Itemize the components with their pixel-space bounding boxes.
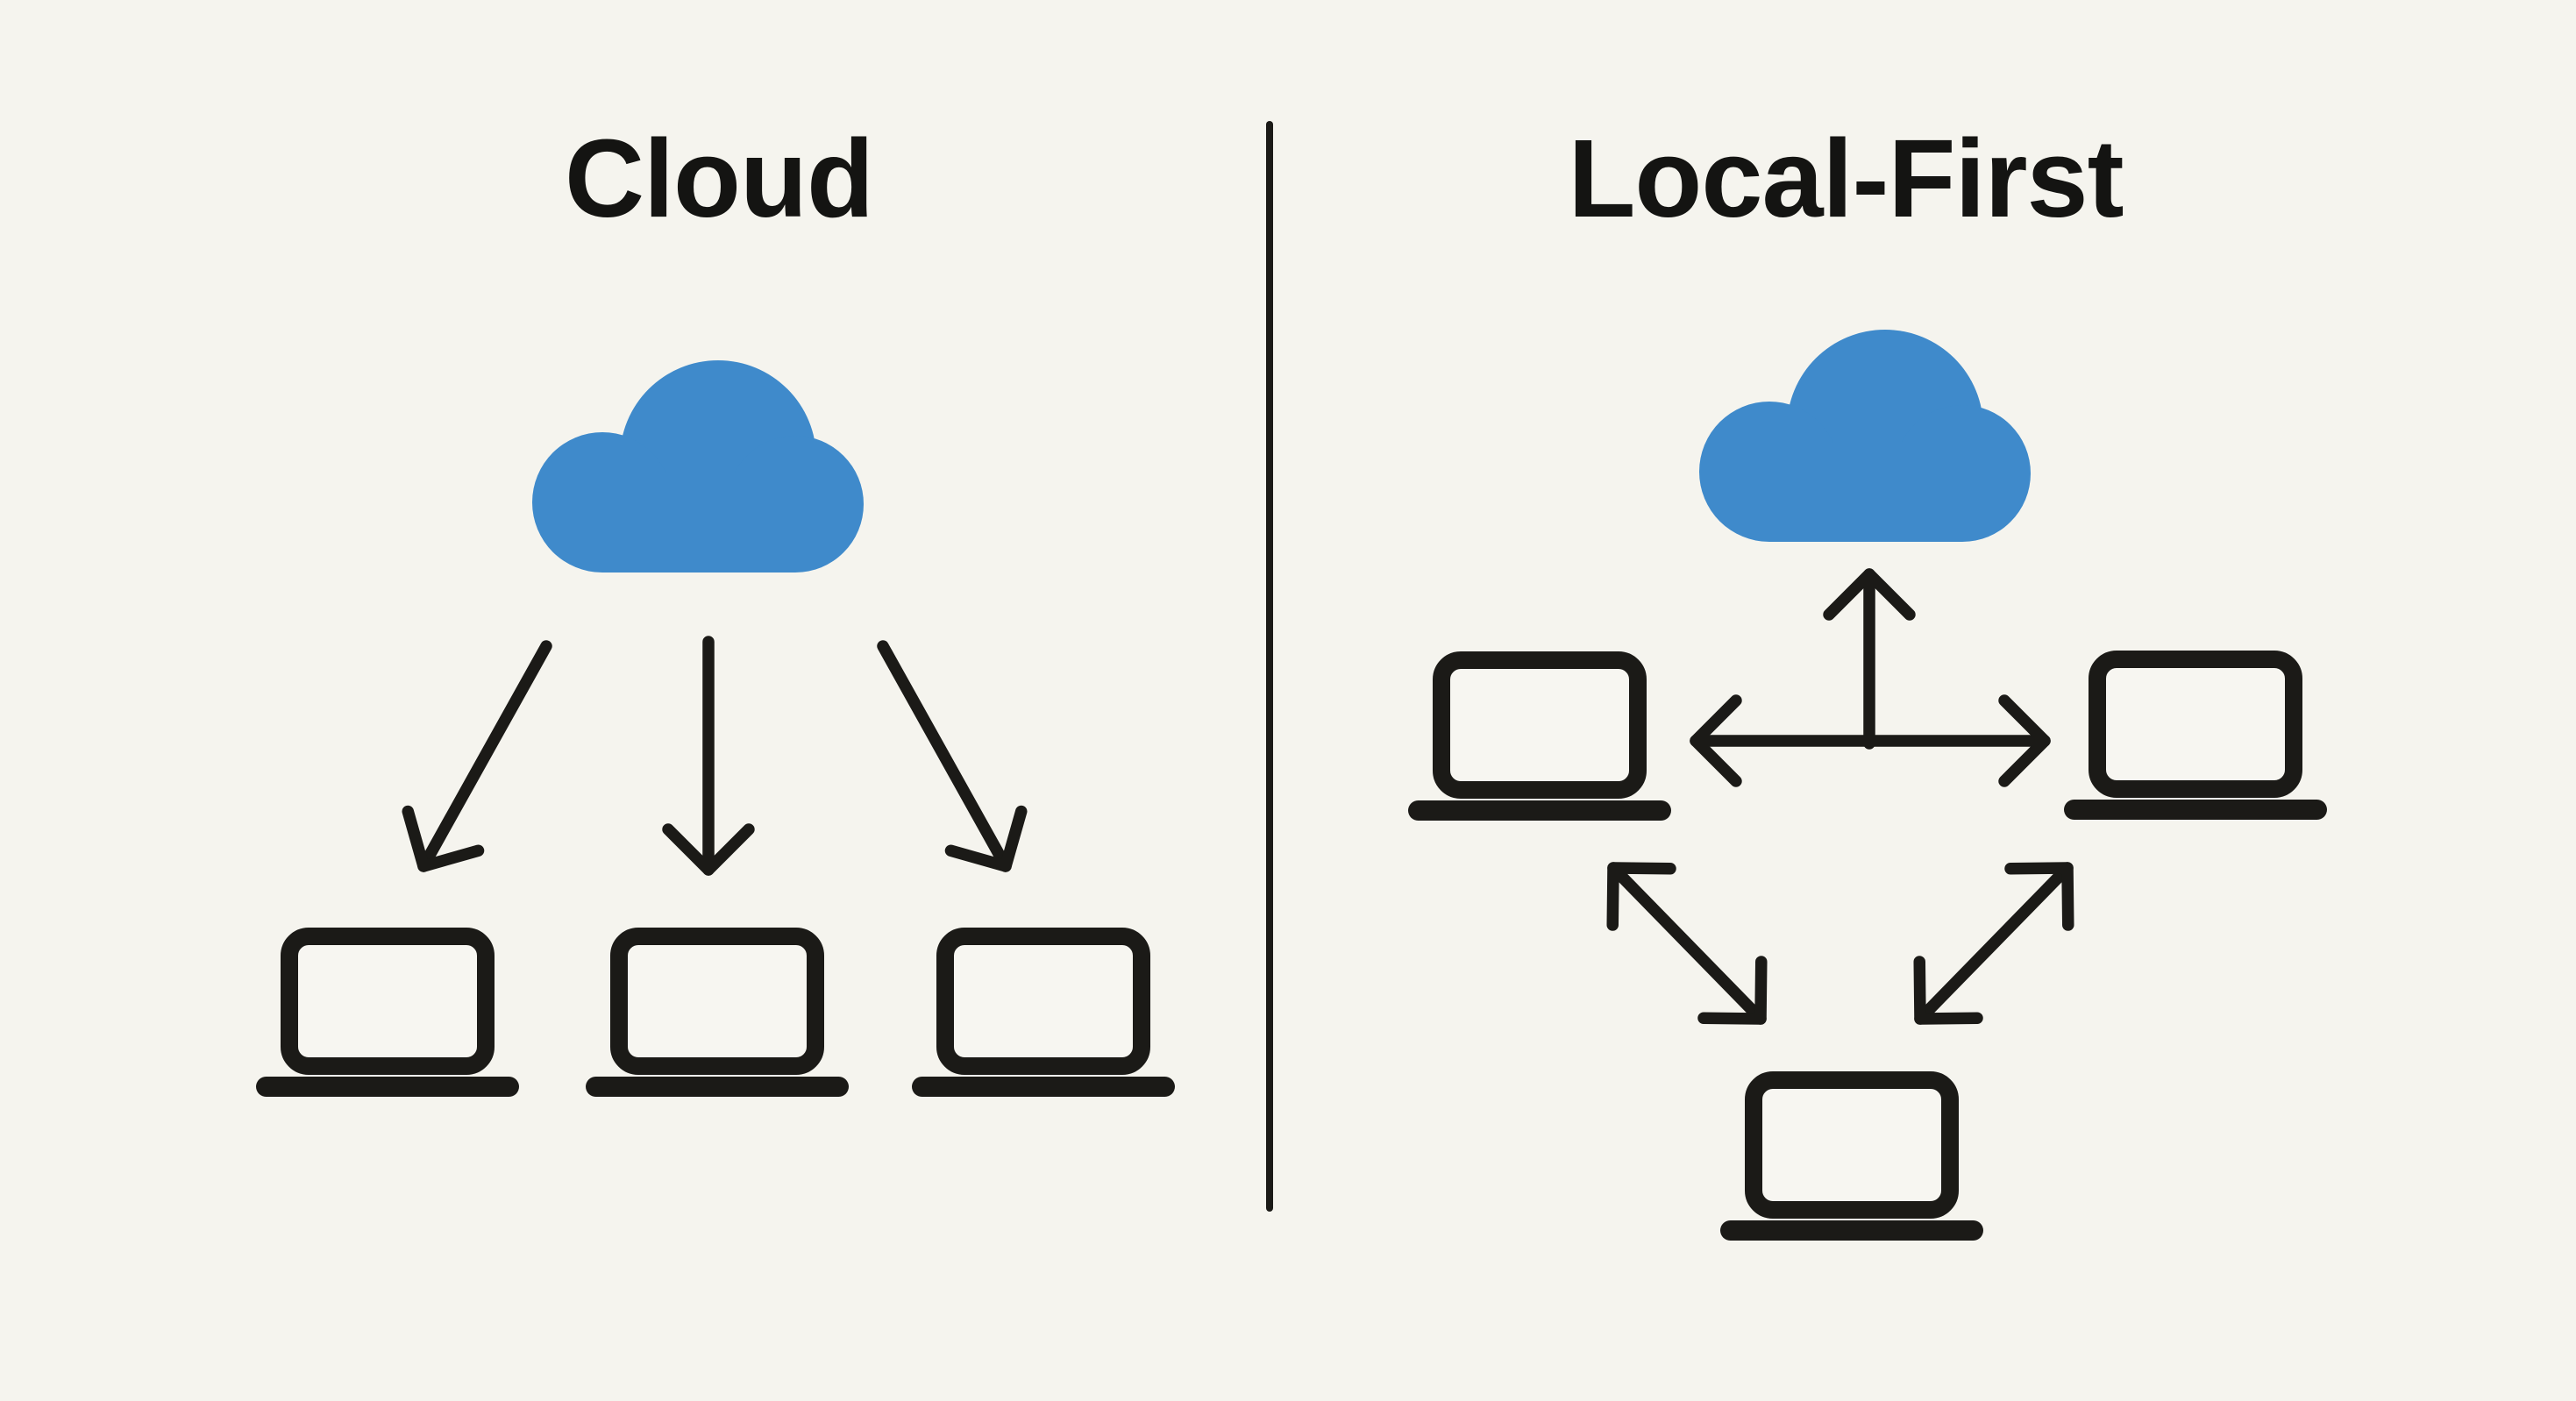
arrow-shaft [1607, 862, 1767, 1025]
arrowhead [1823, 568, 1916, 621]
bidirectional-arrow [1690, 694, 2051, 787]
panel-title-local-first: Local-First [1568, 117, 2123, 240]
arrow-shaft [417, 640, 552, 872]
laptop-icon [1408, 651, 1671, 821]
down-arrow [877, 640, 1028, 872]
laptop-screen [1745, 1071, 1959, 1219]
arrowhead [1697, 956, 1768, 1025]
arrowhead [1998, 694, 2051, 787]
laptop-base [1720, 1220, 1983, 1241]
bidirectional-arrow [1606, 862, 1768, 1025]
laptop-base [256, 1077, 519, 1097]
arrow-shaft [1914, 862, 2074, 1025]
cloud-icon [532, 360, 864, 572]
arrowhead [662, 823, 755, 876]
laptop-base [912, 1077, 1175, 1097]
arrowhead [1690, 694, 1742, 787]
laptop-screen [610, 928, 824, 1075]
cloud-body [602, 473, 795, 572]
panel-title-cloud: Cloud [565, 117, 873, 240]
laptop-screen [1433, 651, 1647, 799]
up-arrow [1823, 568, 1916, 750]
down-arrow [402, 640, 552, 872]
laptop-base [2064, 800, 2327, 820]
arrowhead [402, 805, 485, 872]
laptop-icon [586, 928, 849, 1097]
arrowhead [1606, 862, 1676, 931]
cloud-icon [1699, 330, 2031, 542]
bidirectional-arrow [1913, 862, 2074, 1025]
arrowhead [1913, 956, 1983, 1025]
arrow-shaft [877, 640, 1012, 872]
laptop-screen [281, 928, 495, 1075]
laptop-screen [936, 928, 1150, 1075]
arrowhead [2004, 862, 2074, 931]
down-arrow [662, 636, 755, 876]
laptop-icon [1720, 1071, 1983, 1241]
laptop-screen [2089, 651, 2302, 798]
laptop-icon [912, 928, 1175, 1097]
laptop-icon [256, 928, 519, 1097]
laptop-icon [2064, 651, 2327, 820]
cloud-body [1769, 443, 1962, 542]
laptop-base [586, 1077, 849, 1097]
arrowhead [944, 805, 1028, 872]
laptop-base [1408, 800, 1671, 821]
